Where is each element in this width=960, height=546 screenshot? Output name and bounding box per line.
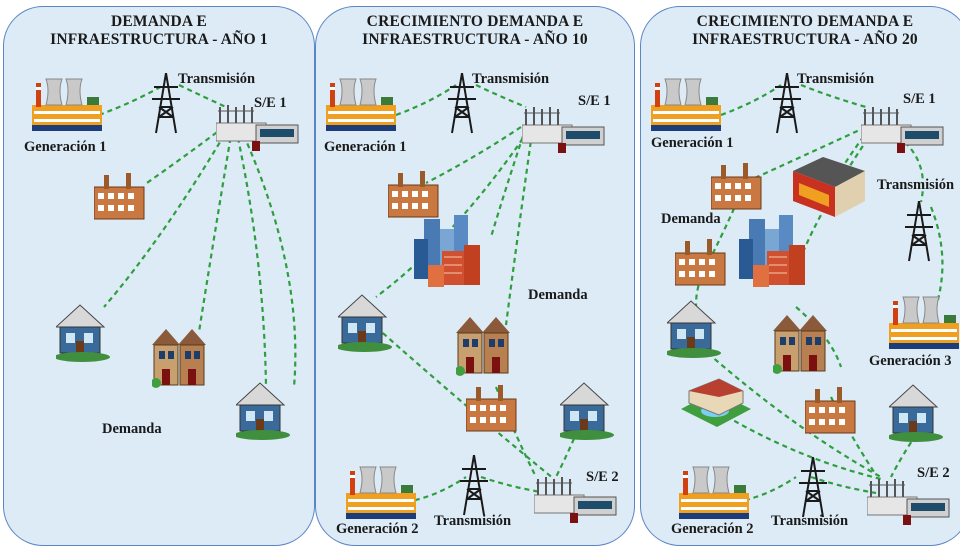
pool-house-icon xyxy=(681,378,752,428)
substation-icon xyxy=(867,478,950,526)
generation-3-label: Generación 3 xyxy=(869,353,952,369)
transmission-tower-icon xyxy=(460,455,489,516)
power-plant-icon xyxy=(326,78,397,132)
transmission-1-label: Transmisión xyxy=(472,71,550,87)
generation-label: Generación 1 xyxy=(24,139,107,155)
demand-label: Demanda xyxy=(661,211,721,227)
transmission-1-label: Transmisión xyxy=(797,71,875,87)
panel-title: CRECIMIENTO DEMANDA E INFRAESTRUCTURA - … xyxy=(362,13,588,48)
transmission-3-label: Transmisión xyxy=(877,177,955,193)
substation-1-label: S/E 1 xyxy=(903,91,936,107)
panel-title: DEMANDA E INFRAESTRUCTURA - AÑO 1 xyxy=(50,13,268,48)
commercial-building-icon xyxy=(793,157,865,217)
transmission-tower-icon xyxy=(799,457,828,518)
substation-2-label: S/E 2 xyxy=(586,469,619,485)
generation-2-label: Generación 2 xyxy=(671,521,754,537)
power-plant-icon xyxy=(651,78,722,132)
house-icon xyxy=(236,382,291,441)
demand-label: Demanda xyxy=(102,421,162,437)
substation-label: S/E 1 xyxy=(254,95,287,111)
demand-label: Demanda xyxy=(528,287,588,303)
townhouse-icon xyxy=(773,314,828,375)
generation-1-label: Generación 1 xyxy=(651,135,734,151)
transmission-tower-icon xyxy=(905,201,934,262)
city-buildings-icon xyxy=(414,215,481,288)
house-icon xyxy=(889,384,944,443)
city-buildings-icon xyxy=(739,215,806,288)
factory-icon xyxy=(388,171,439,218)
transmission-2-label: Transmisión xyxy=(434,513,512,529)
transmission-label: Transmisión xyxy=(178,71,256,87)
power-plant-icon xyxy=(679,466,750,520)
substation-1-label: S/E 1 xyxy=(578,93,611,109)
factory-icon xyxy=(94,173,145,220)
factory-icon xyxy=(675,239,726,286)
power-plant-icon xyxy=(346,466,417,520)
panel-year-1: DEMANDA E INFRAESTRUCTURA - AÑO 1 Genera… xyxy=(3,6,315,546)
factory-icon xyxy=(711,163,762,210)
panel-year-20: CRECIMIENTO DEMANDA E INFRAESTRUCTURA - … xyxy=(640,6,960,546)
factory-icon xyxy=(805,387,856,434)
power-plant-icon xyxy=(32,78,103,132)
panel-year-10: CRECIMIENTO DEMANDA E INFRAESTRUCTURA - … xyxy=(315,6,635,546)
factory-icon xyxy=(466,385,517,432)
substation-icon xyxy=(861,106,944,154)
generation-2-label: Generación 2 xyxy=(336,521,419,537)
substation-icon xyxy=(522,106,605,154)
network-lines xyxy=(98,84,297,388)
house-icon xyxy=(56,304,111,363)
house-icon xyxy=(338,294,393,353)
townhouse-icon xyxy=(152,328,207,389)
townhouse-icon xyxy=(456,316,511,377)
panel-title: CRECIMIENTO DEMANDA E INFRAESTRUCTURA - … xyxy=(692,13,918,48)
transmission-2-label: Transmisión xyxy=(771,513,849,529)
generation-1-label: Generación 1 xyxy=(324,139,407,155)
house-icon xyxy=(560,382,615,441)
house-icon xyxy=(667,300,722,359)
power-plant-icon xyxy=(889,296,960,350)
substation-2-label: S/E 2 xyxy=(917,465,950,481)
